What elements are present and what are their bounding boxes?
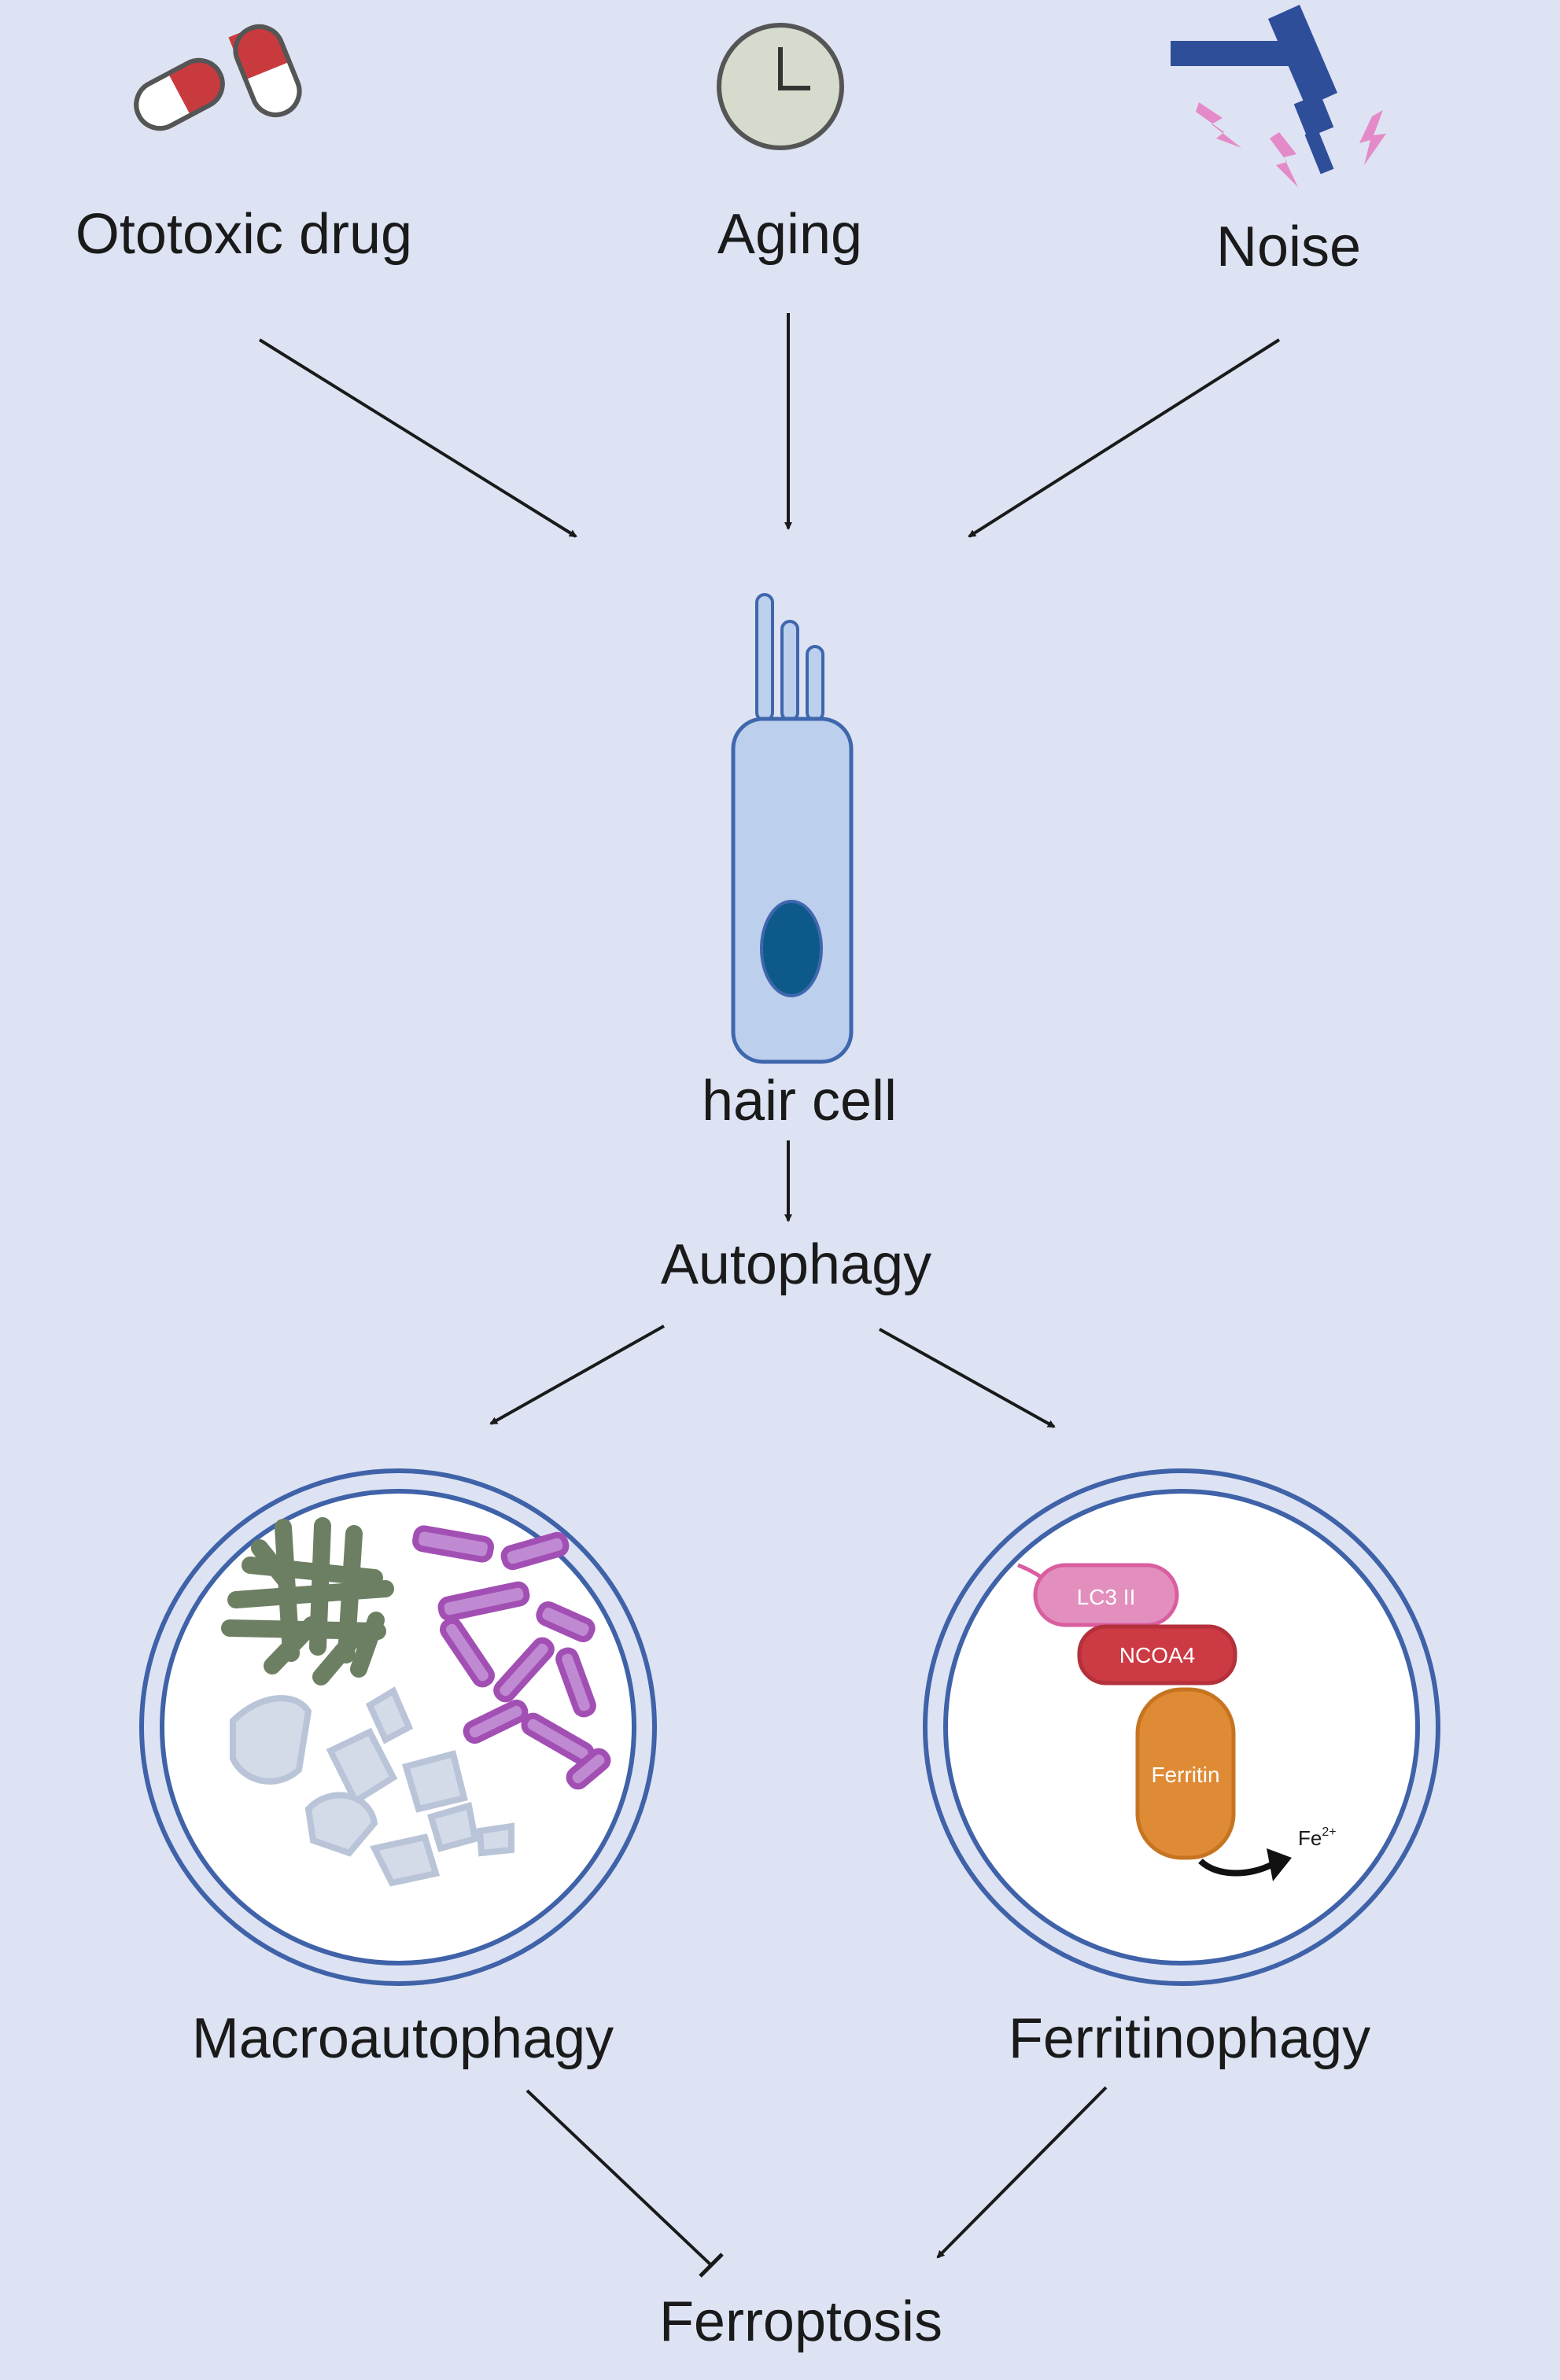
autophagy-label: Autophagy (661, 1233, 931, 1296)
arrow-drug-to-cell (258, 338, 577, 538)
inhibition-macro-to-ferroptosis (526, 2089, 713, 2267)
hair-cell-label: hair cell (702, 1070, 897, 1133)
arrow-ferritino-to-ferroptosis (936, 2086, 1108, 2259)
pill-capsule-icon (134, 24, 302, 131)
macroautophagy-vesicle (139, 1468, 657, 1986)
iron-charge: 2+ (1322, 1826, 1336, 1839)
lightning-spark-icon (1196, 102, 1386, 187)
arrow-autophagy-to-macro (489, 1324, 665, 1425)
macroautophagy-label: Macroautophagy (192, 2007, 614, 2070)
iron-release-arrowhead (1267, 1848, 1292, 1881)
noise-drill-icon (1171, 5, 1337, 175)
hair-cell-illustration (731, 593, 854, 1064)
cellular-debris-icon (230, 1686, 514, 1887)
ototoxic-drug-label: Ototoxic drug (76, 203, 412, 266)
hair-cell-body (731, 717, 854, 1064)
stereocilium-tall (755, 593, 774, 722)
inhibition-bar (699, 2253, 724, 2278)
nucleus (760, 900, 823, 997)
iron-release-arrow (1198, 1858, 1274, 1877)
ferritinophagy-label: Ferritinophagy (1009, 2007, 1370, 2070)
ncoa4-protein (1077, 1624, 1237, 1686)
stereocilium-medium (780, 620, 799, 722)
damaged-er-icon (412, 1525, 611, 1790)
ferroptosis-label: Ferroptosis (659, 2290, 942, 2353)
arrow-autophagy-to-ferritino (879, 1328, 1056, 1428)
iron-ion-label: Fe2+ (1298, 1826, 1337, 1850)
aging-label: Aging (717, 203, 862, 266)
ferritinophagy-vesicle: LC3 II NCOA4 Ferritin Fe2+ (923, 1468, 1440, 1986)
noise-label: Noise (1216, 216, 1361, 278)
stereocilium-short (806, 645, 824, 722)
damaged-mitochondria-icon (221, 1517, 394, 1686)
arrow-noise-to-cell (968, 338, 1281, 538)
clock-icon (717, 23, 844, 150)
lc3-ii-label: LC3 II (1077, 1585, 1136, 1609)
ncoa4-label: NCOA4 (1119, 1643, 1195, 1667)
ferritin-label: Ferritin (1151, 1763, 1219, 1787)
ferritin-protein (1135, 1687, 1236, 1860)
iron-symbol: Fe (1298, 1826, 1322, 1850)
